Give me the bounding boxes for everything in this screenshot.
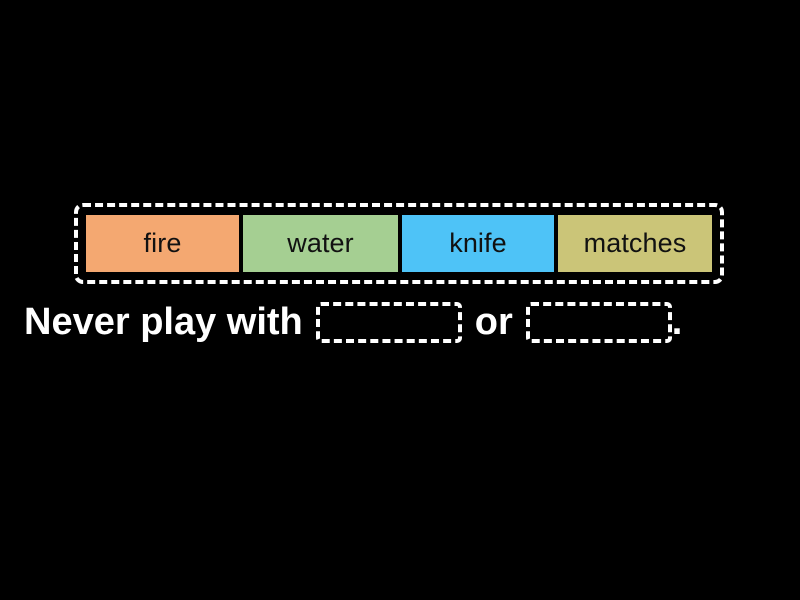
word-tile-matches[interactable]: matches [558, 215, 712, 272]
blank-slot-1[interactable] [315, 301, 462, 343]
sentence-text-segment-1: Never play with [24, 301, 303, 343]
sentence-period: . [671, 301, 683, 343]
word-tile-label: fire [143, 228, 182, 258]
word-tile-water[interactable]: water [243, 215, 398, 272]
word-tile-fire[interactable]: fire [86, 215, 240, 272]
blank-slot-2[interactable] [525, 301, 672, 343]
word-tile-label: water [287, 228, 354, 258]
word-bank-container[interactable]: fire water knife matches [74, 203, 724, 284]
word-tile-label: matches [583, 228, 687, 258]
sentence-line: Never play with or . [24, 294, 780, 350]
sentence-connector-or: or [474, 301, 513, 343]
word-tile-knife[interactable]: knife [401, 215, 555, 272]
word-tile-label: knife [449, 228, 507, 258]
